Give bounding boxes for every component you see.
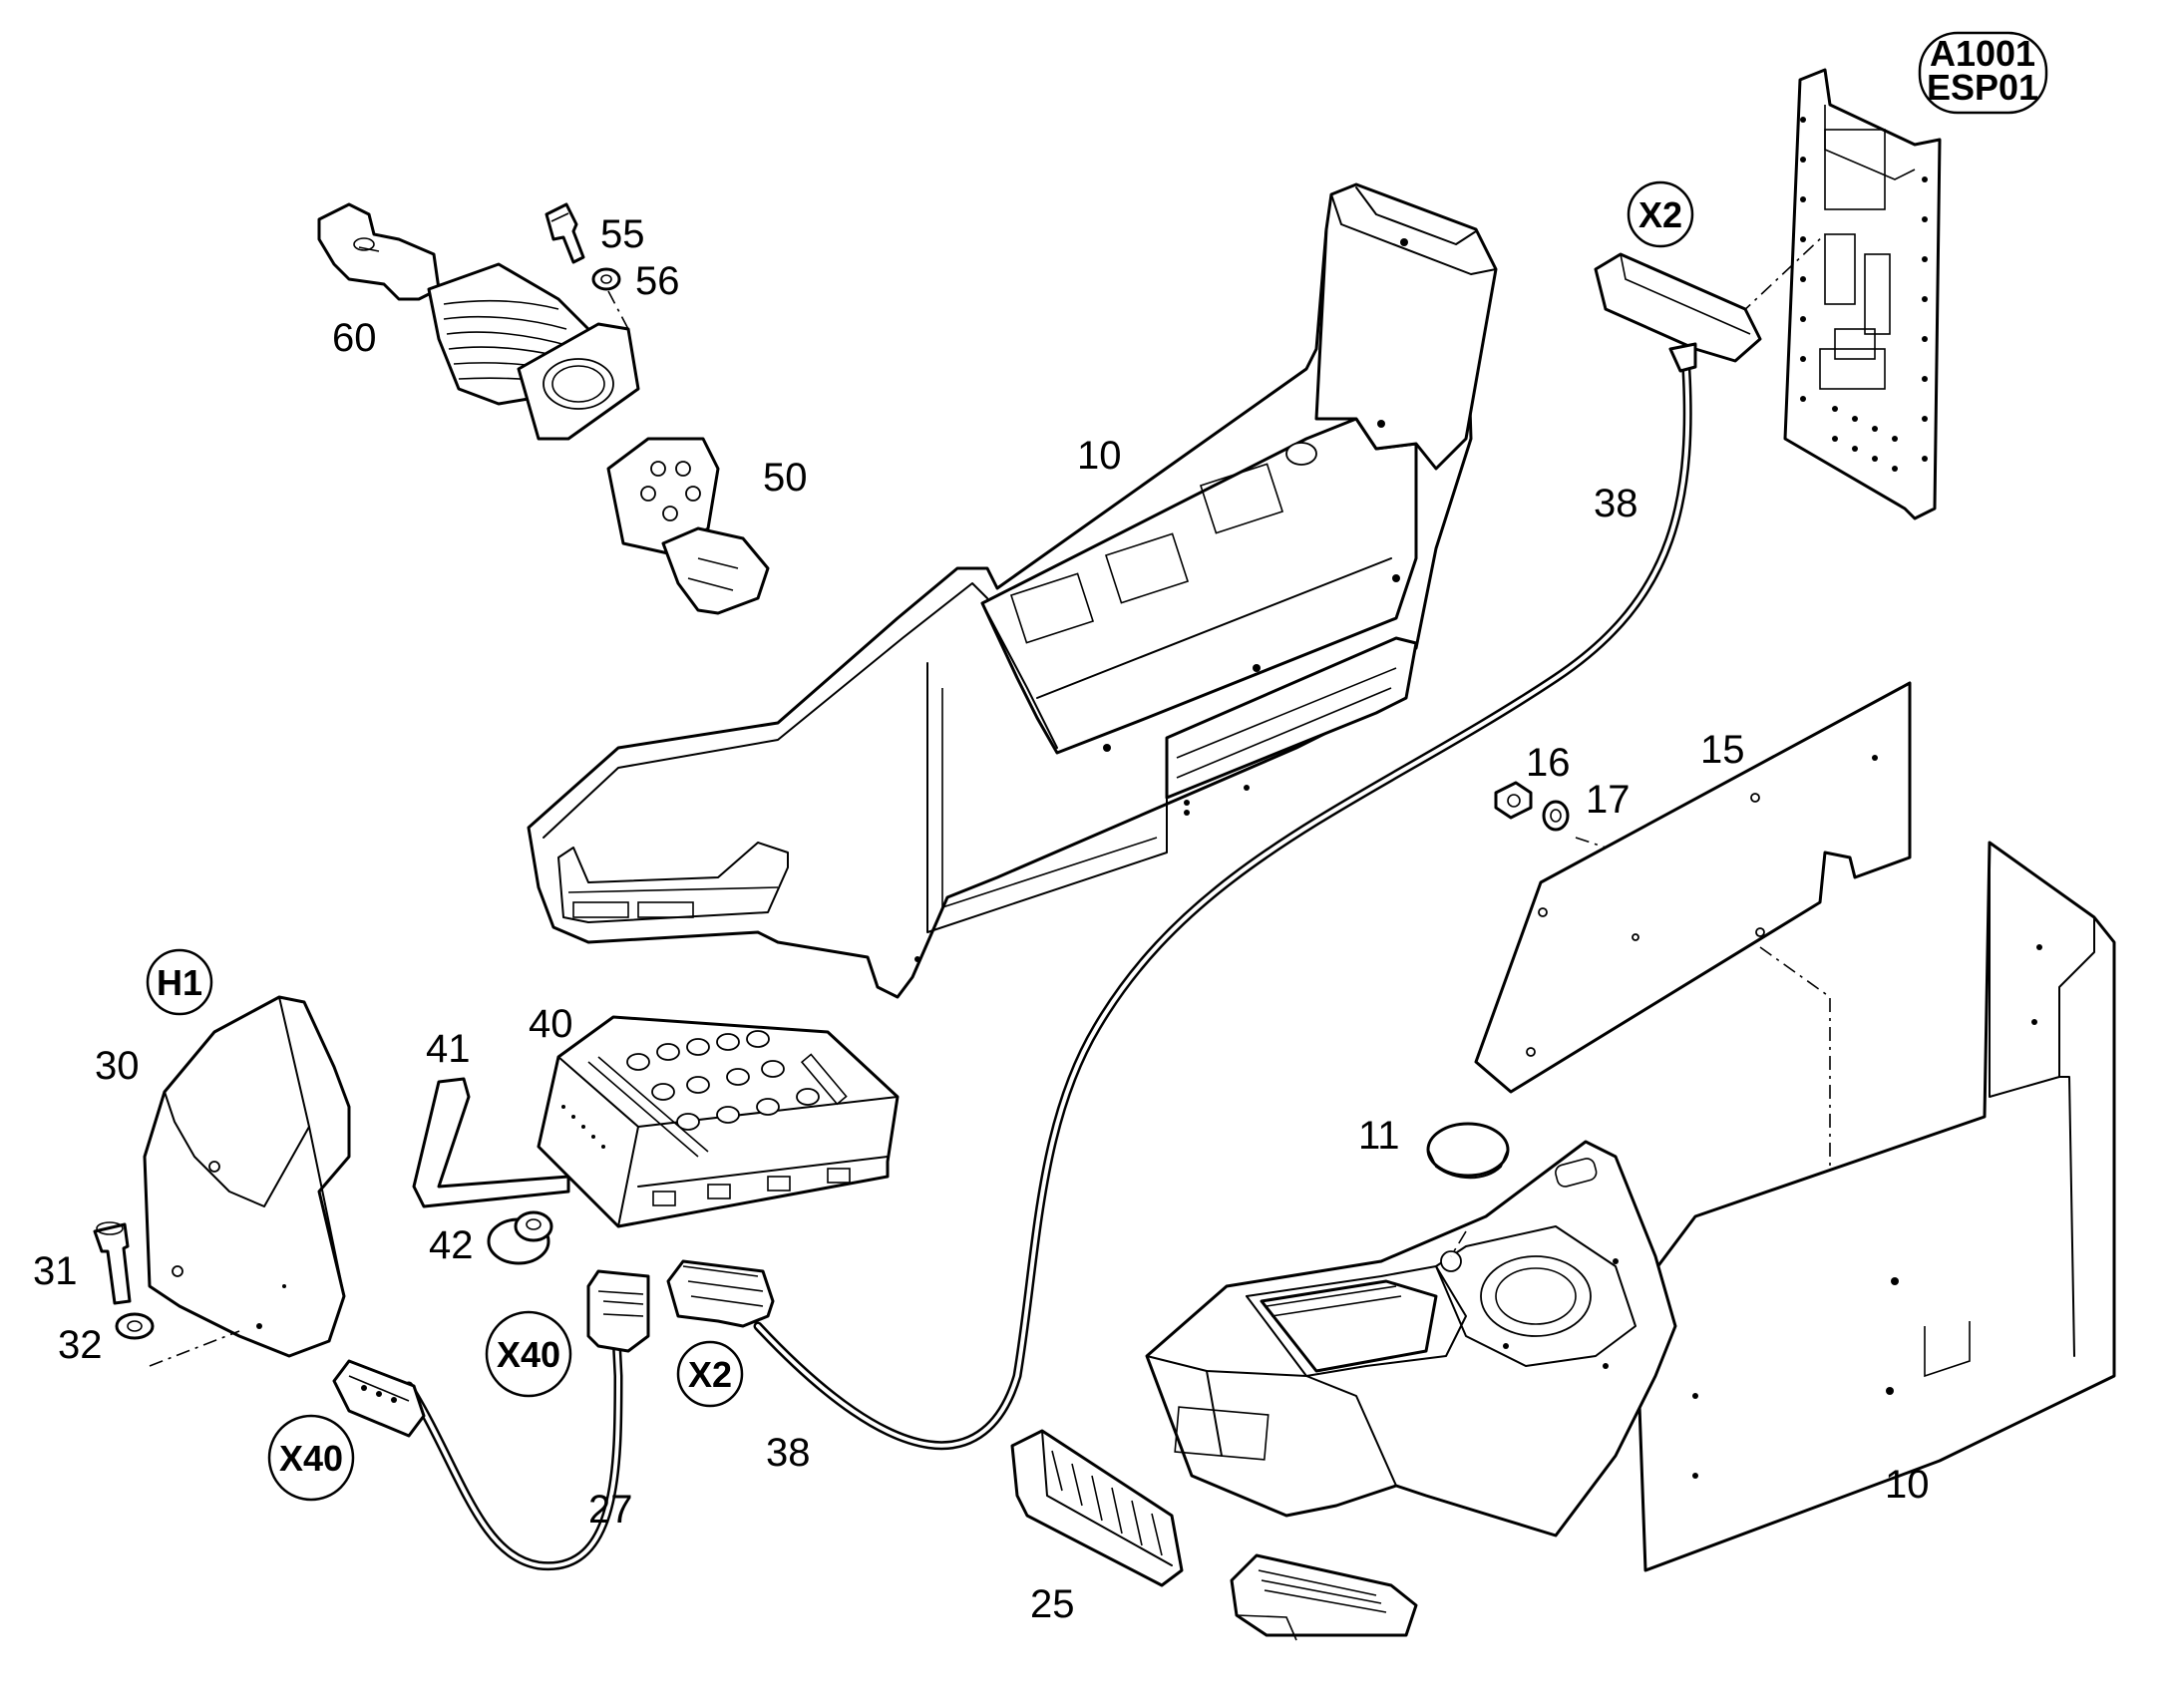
washer-32	[115, 1312, 155, 1340]
leader-11	[1450, 1230, 1467, 1257]
label-27: 27	[588, 1488, 633, 1532]
label-11: 11	[1358, 1114, 1400, 1158]
svg-text:X2: X2	[1638, 194, 1682, 235]
connector-x40-right	[586, 1269, 650, 1353]
control-unit-40	[537, 1015, 900, 1228]
label-10-bottom: 10	[1885, 1463, 1930, 1507]
washer-17	[1542, 800, 1570, 832]
label-25: 25	[1030, 1582, 1075, 1626]
controller-terminal-dots	[1800, 117, 1928, 472]
vent-grille-25	[1010, 1429, 1184, 1587]
leader-56	[607, 290, 629, 330]
leader-32	[149, 1330, 240, 1367]
nut-16	[1494, 781, 1533, 820]
washer-56	[591, 267, 621, 291]
knob-11	[1426, 1122, 1510, 1180]
control-unit-buttons	[626, 1030, 820, 1131]
cable-38	[753, 349, 1692, 1451]
controller-a1001-board	[1783, 68, 1942, 520]
badge-a1001-esp01: A1001 ESP01	[1918, 31, 2048, 115]
leader-x2-controller	[1739, 233, 1826, 315]
badge-h1: H1	[146, 948, 213, 1016]
joystick-mounting-plate	[517, 322, 640, 441]
label-40: 40	[529, 1002, 573, 1046]
connector-x40-left	[332, 1359, 426, 1438]
label-16: 16	[1526, 741, 1571, 785]
label-17: 17	[1586, 778, 1631, 822]
bolt-31	[93, 1221, 132, 1305]
badge-x40-left: X40	[267, 1414, 355, 1502]
label-41: 41	[426, 1027, 471, 1071]
switch-block	[1230, 1553, 1418, 1641]
label-30: 30	[95, 1044, 140, 1088]
label-32: 32	[58, 1323, 103, 1367]
svg-text:H1: H1	[157, 962, 202, 1003]
label-55: 55	[600, 212, 645, 256]
svg-text:ESP01: ESP01	[1927, 67, 2038, 108]
cover-plate-15	[1474, 681, 1912, 1094]
connector-x2-bottom	[666, 1259, 775, 1328]
label-42: 42	[429, 1223, 474, 1267]
svg-text:A1001: A1001	[1930, 33, 2035, 74]
grommet-42	[487, 1210, 553, 1265]
connector-x2-top	[1594, 252, 1762, 373]
joystick-handle	[317, 202, 441, 301]
label-31: 31	[33, 1249, 78, 1293]
display-housing-30	[143, 995, 351, 1358]
svg-text:X2: X2	[688, 1354, 732, 1395]
bolt-55	[545, 202, 585, 264]
svg-text:X40: X40	[497, 1334, 560, 1375]
joystick-sensor-50	[606, 437, 770, 615]
label-56: 56	[635, 259, 680, 303]
badge-x40-right: X40	[485, 1310, 572, 1398]
cable-27	[404, 1331, 623, 1571]
label-10-top: 10	[1077, 434, 1122, 478]
lower-console-body	[1145, 841, 2116, 1572]
label-15: 15	[1700, 728, 1745, 772]
upper-console-panel	[527, 182, 1498, 999]
badge-x2-bottom: X2	[676, 1340, 744, 1408]
label-38-top: 38	[1594, 482, 1638, 525]
svg-text:X40: X40	[279, 1438, 343, 1479]
label-60: 60	[332, 316, 377, 360]
label-38-bottom: 38	[766, 1431, 811, 1475]
leader-17-panel	[1575, 837, 1607, 849]
badge-x2-top: X2	[1627, 180, 1694, 248]
label-50: 50	[763, 456, 808, 500]
